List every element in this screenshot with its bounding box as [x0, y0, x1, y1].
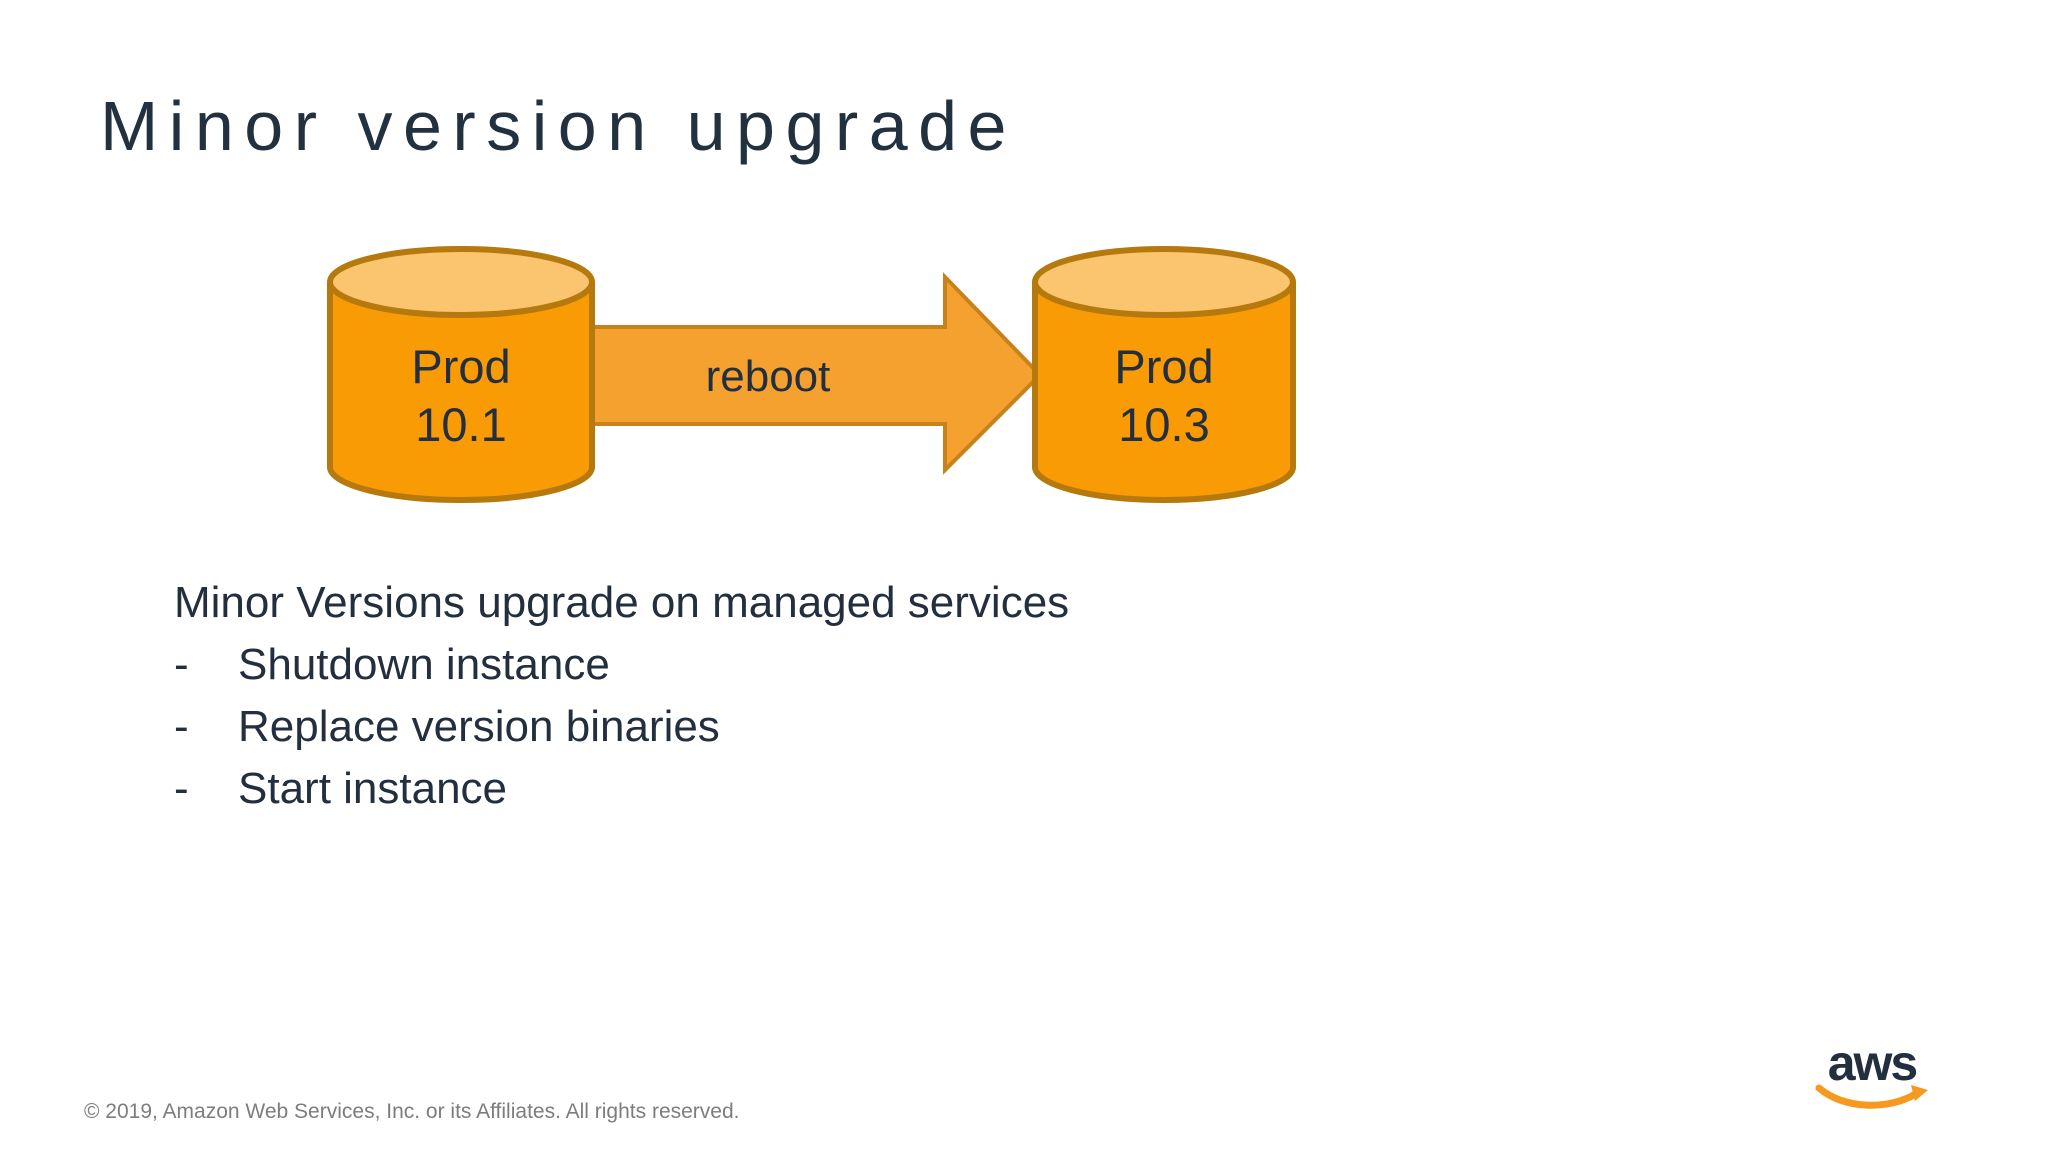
aws-logo-text: aws	[1827, 1035, 1919, 1091]
body-text-block: Minor Versions upgrade on managed servic…	[174, 572, 1069, 820]
bullet-text: Start instance	[238, 764, 508, 813]
footer-copyright: © 2019, Amazon Web Services, Inc. or its…	[84, 1100, 740, 1123]
bullet-marker: -	[174, 764, 189, 813]
cylinder-top-ellipse	[1032, 246, 1296, 318]
page-title: Minor version upgrade	[100, 87, 1017, 165]
cylinder-top-ellipse	[327, 246, 595, 318]
aws-logo: aws	[1812, 1038, 1932, 1119]
target-db-label-line1: Prod	[1114, 340, 1213, 393]
source-db-label-line1: Prod	[411, 340, 510, 393]
bullet-marker: -	[174, 640, 189, 689]
upgrade-diagram: Prod 10.1 reboot Prod 10.3	[300, 240, 1350, 550]
arrow-label: reboot	[706, 352, 831, 401]
bullet-item: - Replace version binaries	[174, 696, 1069, 758]
bullet-item: - Shutdown instance	[174, 634, 1069, 696]
db-cylinder-source: Prod 10.1	[327, 246, 595, 503]
target-db-label-line2: 10.3	[1118, 398, 1209, 451]
reboot-arrow	[590, 272, 1043, 475]
bullet-text: Shutdown instance	[238, 640, 610, 689]
body-heading: Minor Versions upgrade on managed servic…	[174, 578, 1070, 627]
db-cylinder-target: Prod 10.3	[1032, 246, 1296, 503]
bullet-item: - Start instance	[174, 758, 1069, 820]
bullet-text: Replace version binaries	[238, 702, 720, 751]
aws-smile-icon	[1815, 1084, 1928, 1109]
bullet-marker: -	[174, 702, 189, 751]
source-db-label-line2: 10.1	[415, 398, 506, 451]
